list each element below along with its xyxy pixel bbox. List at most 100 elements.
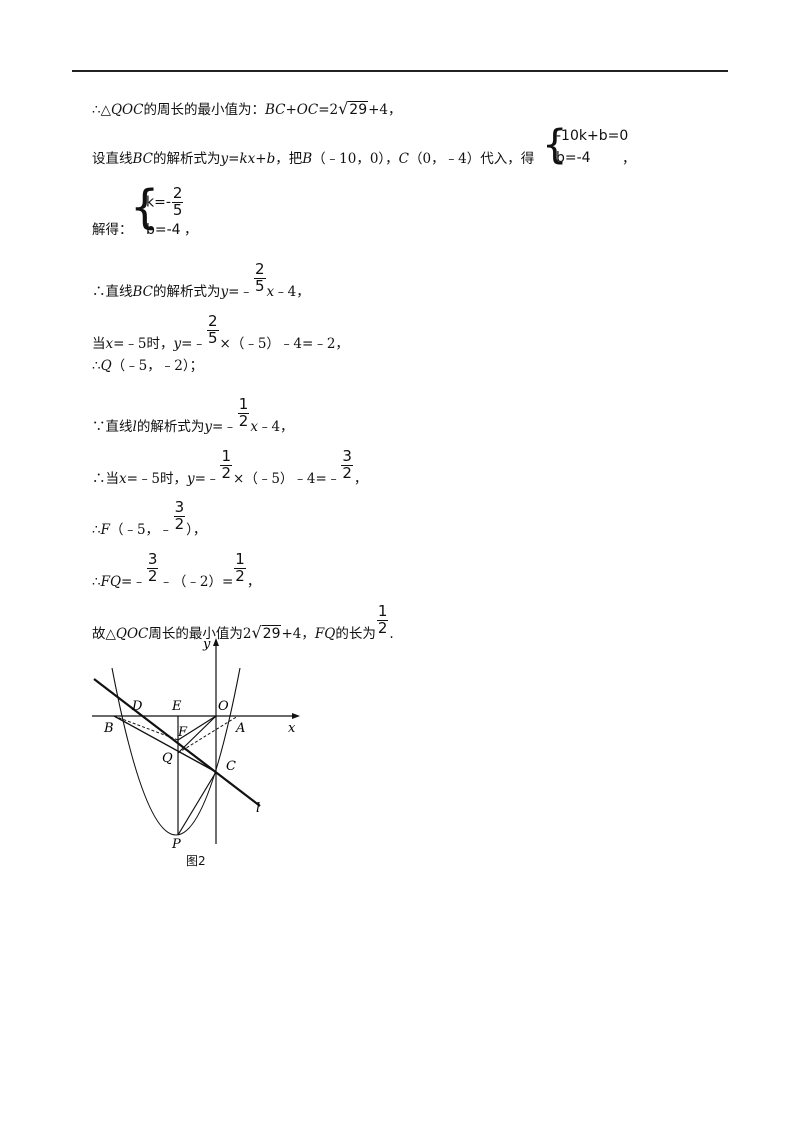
- parabola: [111, 667, 241, 836]
- var-bc: BC: [132, 283, 154, 300]
- x-axis-arrow: [292, 713, 300, 719]
- label-y: y: [202, 637, 211, 652]
- numerator: 1: [221, 447, 232, 465]
- label-f: F: [177, 725, 188, 740]
- text: ，: [353, 470, 368, 487]
- line-2: 设直线BC的解析式为y=kx+b，把B（﹣10，0），C（0，﹣4）代入，得: [92, 151, 534, 167]
- label-p: P: [171, 837, 181, 851]
- y-axis-arrow: [213, 638, 219, 646]
- denominator: 5: [254, 276, 265, 295]
- text: =﹣5时，: [113, 335, 174, 352]
- expr-kxb: kx+b: [239, 151, 276, 167]
- text: +4，: [368, 102, 402, 118]
- numerator: 1: [377, 602, 388, 620]
- text: （﹣5，﹣: [109, 521, 173, 538]
- denominator: 2: [221, 463, 232, 482]
- text: ×（﹣5）﹣4=﹣2，: [219, 335, 349, 352]
- line-l: [93, 678, 261, 807]
- system-eq-1: -10k+b=0: [556, 128, 629, 144]
- text: （﹣10，0），: [312, 151, 399, 167]
- figure-caption: 图2: [186, 854, 206, 868]
- label-l: l: [256, 801, 260, 816]
- text: 周长的最小值为2: [148, 625, 252, 642]
- text: ，把: [275, 151, 303, 167]
- denominator: 5: [207, 328, 218, 347]
- line-6: ∴Q（﹣5，﹣2）；: [92, 358, 204, 374]
- var-bc: BC: [132, 151, 154, 167]
- system-b: b=-4: [146, 222, 181, 238]
- text: 的解析式为: [153, 151, 221, 167]
- segment-qo: [177, 715, 217, 754]
- label-q: Q: [162, 751, 173, 766]
- text: =: [228, 151, 240, 167]
- var-x: x: [105, 335, 114, 352]
- text: =﹣: [211, 418, 237, 435]
- denominator: 2: [174, 514, 185, 533]
- var-b: B: [302, 151, 313, 167]
- var-y: y: [220, 151, 229, 167]
- text: ，: [246, 573, 261, 590]
- brace: {: [130, 180, 160, 234]
- sqrt-29: √29: [338, 99, 369, 118]
- var-fq: FQ: [314, 625, 336, 642]
- text: 设直线: [92, 151, 133, 167]
- text: ﹣4，: [274, 283, 310, 300]
- text: 的解析式为: [136, 418, 205, 435]
- text: 解得：: [92, 222, 133, 238]
- var-qoc: QOC: [110, 102, 144, 118]
- denominator: 2: [235, 566, 245, 585]
- var-bc: BC: [264, 102, 286, 118]
- var-oc: OC: [296, 102, 319, 118]
- numerator: 3: [147, 550, 158, 568]
- text: +4，: [281, 625, 315, 642]
- var-x: x: [266, 283, 275, 300]
- text: （﹣5，﹣2）；: [111, 358, 204, 374]
- text: k=-: [146, 194, 171, 211]
- text: ∴△: [92, 102, 111, 118]
- line-bc: [113, 715, 217, 773]
- text: =﹣: [181, 335, 206, 352]
- label-e: E: [171, 699, 182, 714]
- text: 的长为: [335, 625, 376, 642]
- denominator: 2: [147, 566, 158, 585]
- dashed-qa: [177, 715, 239, 754]
- sqrt-29: √29: [251, 622, 282, 642]
- text: ﹣（﹣2）=: [159, 573, 234, 590]
- geometry-figure: y x D E O B A F Q C P l: [92, 637, 300, 851]
- text: ∵直线: [92, 418, 133, 435]
- brace: {: [542, 122, 568, 168]
- denominator: 5: [172, 200, 183, 219]
- text: ，: [184, 222, 198, 238]
- text: ∴: [92, 521, 101, 538]
- text: ﹣4，: [257, 418, 294, 435]
- numerator: 3: [342, 447, 352, 465]
- segment-fo: [177, 715, 217, 741]
- text: ，: [622, 151, 636, 167]
- text: ∴当: [92, 470, 119, 487]
- var-l: l: [132, 418, 137, 435]
- numerator: 2: [254, 260, 265, 278]
- numerator: 2: [172, 184, 183, 202]
- numerator: 1: [235, 550, 245, 568]
- var-x: x: [119, 470, 127, 487]
- text: +: [285, 102, 297, 118]
- numerator: 2: [207, 312, 218, 330]
- var-c: C: [398, 151, 410, 167]
- label-a: A: [235, 721, 245, 736]
- text: 的解析式为: [153, 283, 221, 300]
